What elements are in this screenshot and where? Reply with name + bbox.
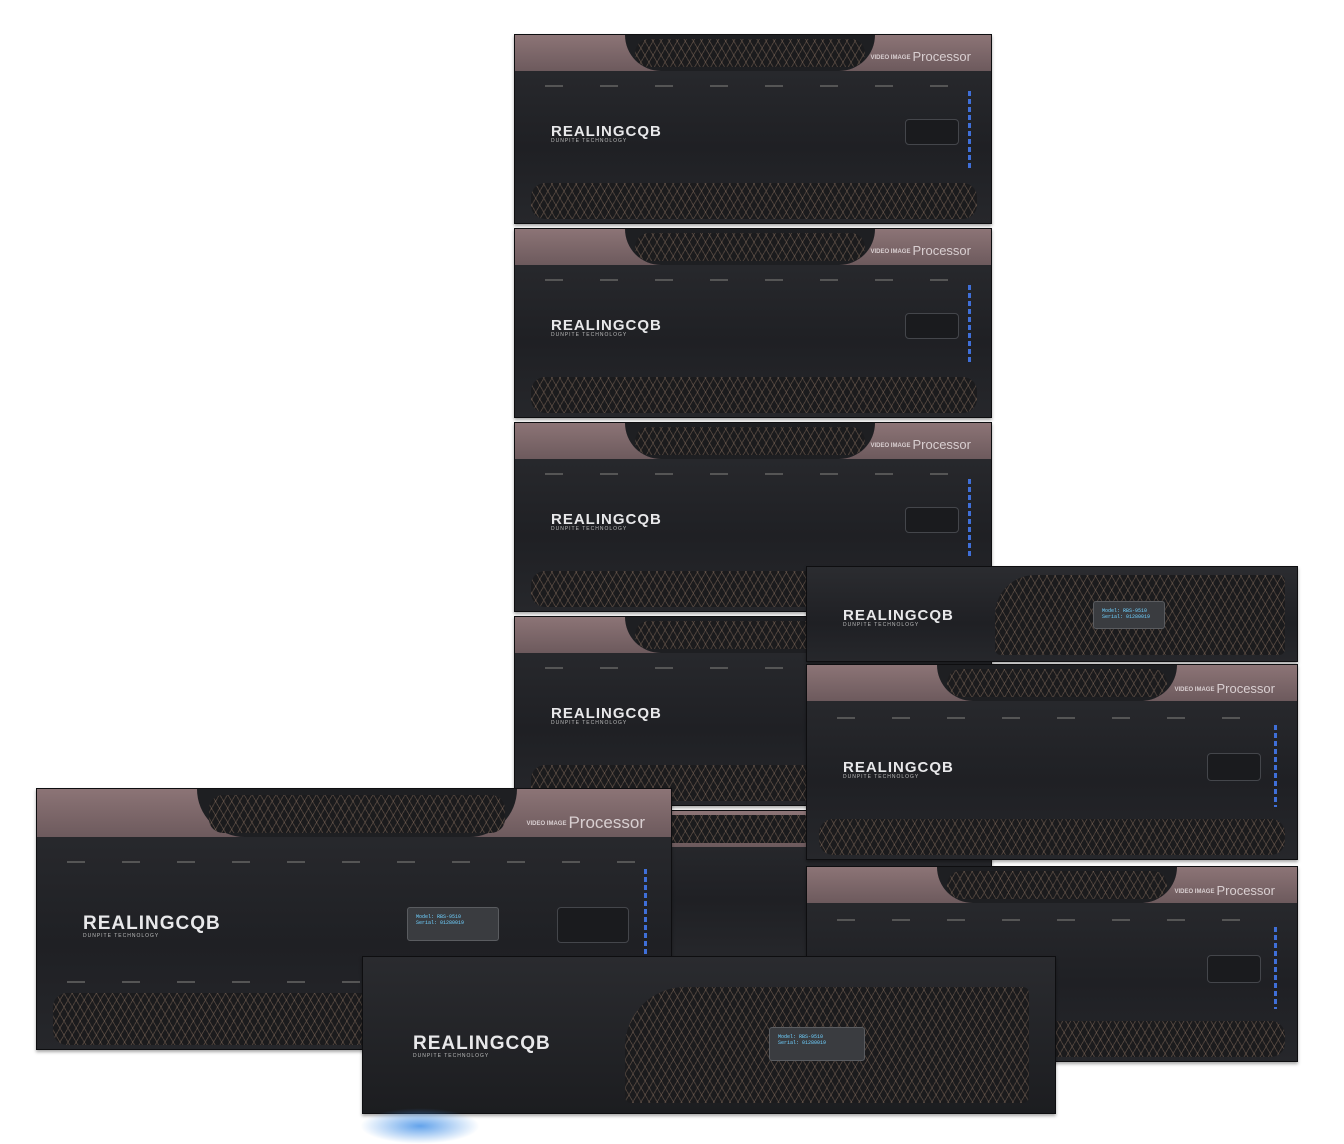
slot-row [545, 667, 961, 669]
top-vent-mesh [635, 233, 865, 261]
front-panel [905, 507, 959, 533]
front-panel [1207, 753, 1261, 781]
top-vent-mesh [635, 427, 865, 455]
top-vent-mesh [947, 669, 1167, 697]
slot-row [837, 717, 1267, 719]
status-leds [1274, 725, 1277, 807]
bottom-vent-mesh [819, 819, 1285, 855]
blue-light-glow [360, 1108, 480, 1144]
slot-row-lower [67, 981, 641, 983]
slot-row [545, 85, 961, 87]
top-vent-mesh [947, 871, 1167, 899]
bottom-vent-mesh [531, 183, 977, 219]
side-vent-mesh [625, 987, 1029, 1103]
slot-row [545, 473, 961, 475]
top-vent-mesh [635, 39, 865, 67]
status-leds [1274, 927, 1277, 1009]
front-panel [1207, 955, 1261, 983]
slot-row [67, 861, 641, 863]
slot-row [837, 919, 1267, 921]
bottom-vent-mesh [531, 377, 977, 413]
status-leds [968, 285, 971, 365]
slot-row [545, 279, 961, 281]
front-panel [557, 907, 629, 943]
status-leds [644, 869, 647, 979]
front-panel [905, 119, 959, 145]
front-panel [905, 313, 959, 339]
status-leds [968, 479, 971, 559]
status-leds [968, 91, 971, 171]
top-vent-mesh [209, 795, 505, 833]
